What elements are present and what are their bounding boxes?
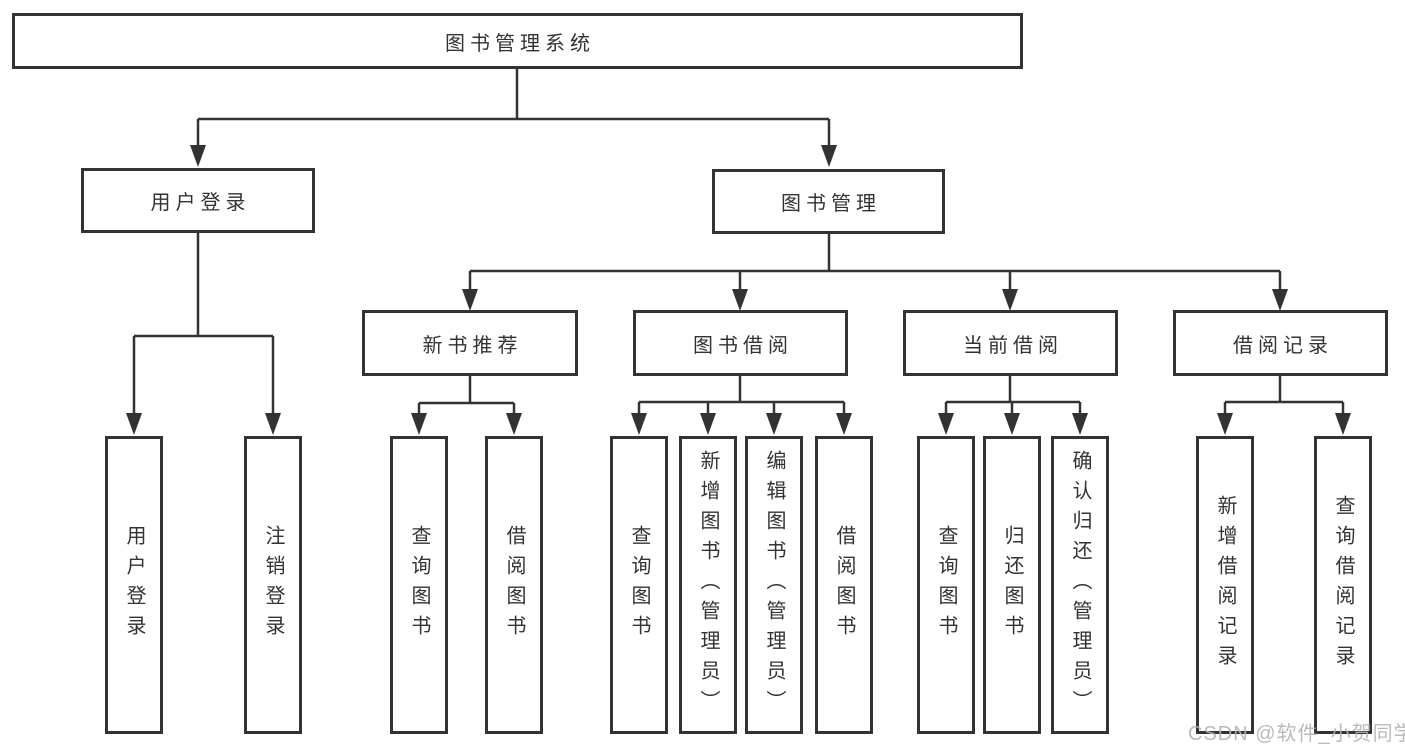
connector-records-to-leaves <box>1217 376 1351 435</box>
connector-user-login-to-leaves <box>126 233 281 435</box>
leaf-current-confirm-return-admin: 确认归还（管理员） <box>1051 436 1109 734</box>
connector-current-to-leaves <box>938 376 1088 435</box>
leaf-current-query-books: 查询图书 <box>917 436 975 734</box>
leaf-borrow-query-books-label: 查询图书 <box>628 525 650 645</box>
leaf-user-login: 用户登录 <box>105 436 163 734</box>
leaf-records-query-record-label: 查询借阅记录 <box>1332 495 1354 675</box>
leaf-borrow-query-books: 查询图书 <box>610 436 668 734</box>
leaf-recommend-query-books-label: 查询图书 <box>408 525 430 645</box>
node-new-book-recommend-label: 新书推荐 <box>422 334 523 357</box>
leaf-borrow-edit-books-admin: 编辑图书（管理员） <box>745 436 803 734</box>
node-root-label: 图书管理系统 <box>445 32 595 55</box>
leaf-user-login-label: 用户登录 <box>123 525 145 645</box>
node-root: 图书管理系统 <box>12 13 1023 69</box>
leaf-records-query-record: 查询借阅记录 <box>1314 436 1372 734</box>
node-book-management-label: 图书管理 <box>781 193 881 215</box>
node-borrow-records-label: 借阅记录 <box>1233 334 1333 357</box>
leaf-recommend-query-books: 查询图书 <box>390 436 448 734</box>
connector-recommend-to-leaves <box>411 376 522 435</box>
leaf-current-return-books-label: 归还图书 <box>1001 525 1023 645</box>
leaf-current-confirm-return-admin-label: 确认归还（管理员） <box>1069 450 1091 720</box>
node-book-borrow-label: 图书借阅 <box>693 334 793 357</box>
connector-root-to-level2 <box>190 68 837 167</box>
leaf-recommend-borrow-books-label: 借阅图书 <box>503 525 525 645</box>
node-borrow-records: 借阅记录 <box>1173 310 1388 376</box>
leaf-borrow-add-books-admin: 新增图书（管理员） <box>679 436 737 734</box>
leaf-current-return-books: 归还图书 <box>983 436 1041 734</box>
leaf-borrow-borrow-books-label: 借阅图书 <box>833 525 855 645</box>
node-book-borrow: 图书借阅 <box>633 310 848 376</box>
node-new-book-recommend: 新书推荐 <box>362 310 578 376</box>
connector-borrow-to-leaves <box>631 376 852 435</box>
leaf-borrow-add-books-admin-label: 新增图书（管理员） <box>697 450 719 720</box>
node-current-borrow: 当前借阅 <box>903 310 1118 376</box>
leaf-logout-label: 注销登录 <box>262 525 284 645</box>
leaf-borrow-borrow-books: 借阅图书 <box>815 436 873 734</box>
node-user-login: 用户登录 <box>81 168 315 233</box>
leaf-records-add-record: 新增借阅记录 <box>1196 436 1254 734</box>
node-current-borrow-label: 当前借阅 <box>963 334 1063 357</box>
leaf-records-add-record-label: 新增借阅记录 <box>1214 495 1236 675</box>
leaf-logout: 注销登录 <box>244 436 302 734</box>
leaf-current-query-books-label: 查询图书 <box>935 525 957 645</box>
csdn-watermark: CSDN @软件_小贺同学 <box>1188 723 1405 745</box>
node-user-login-label: 用户登录 <box>150 192 251 214</box>
node-book-management: 图书管理 <box>712 169 945 234</box>
connector-book-mgmt-to-level3 <box>462 234 1288 311</box>
leaf-recommend-borrow-books: 借阅图书 <box>485 436 543 734</box>
leaf-borrow-edit-books-admin-label: 编辑图书（管理员） <box>763 450 785 720</box>
